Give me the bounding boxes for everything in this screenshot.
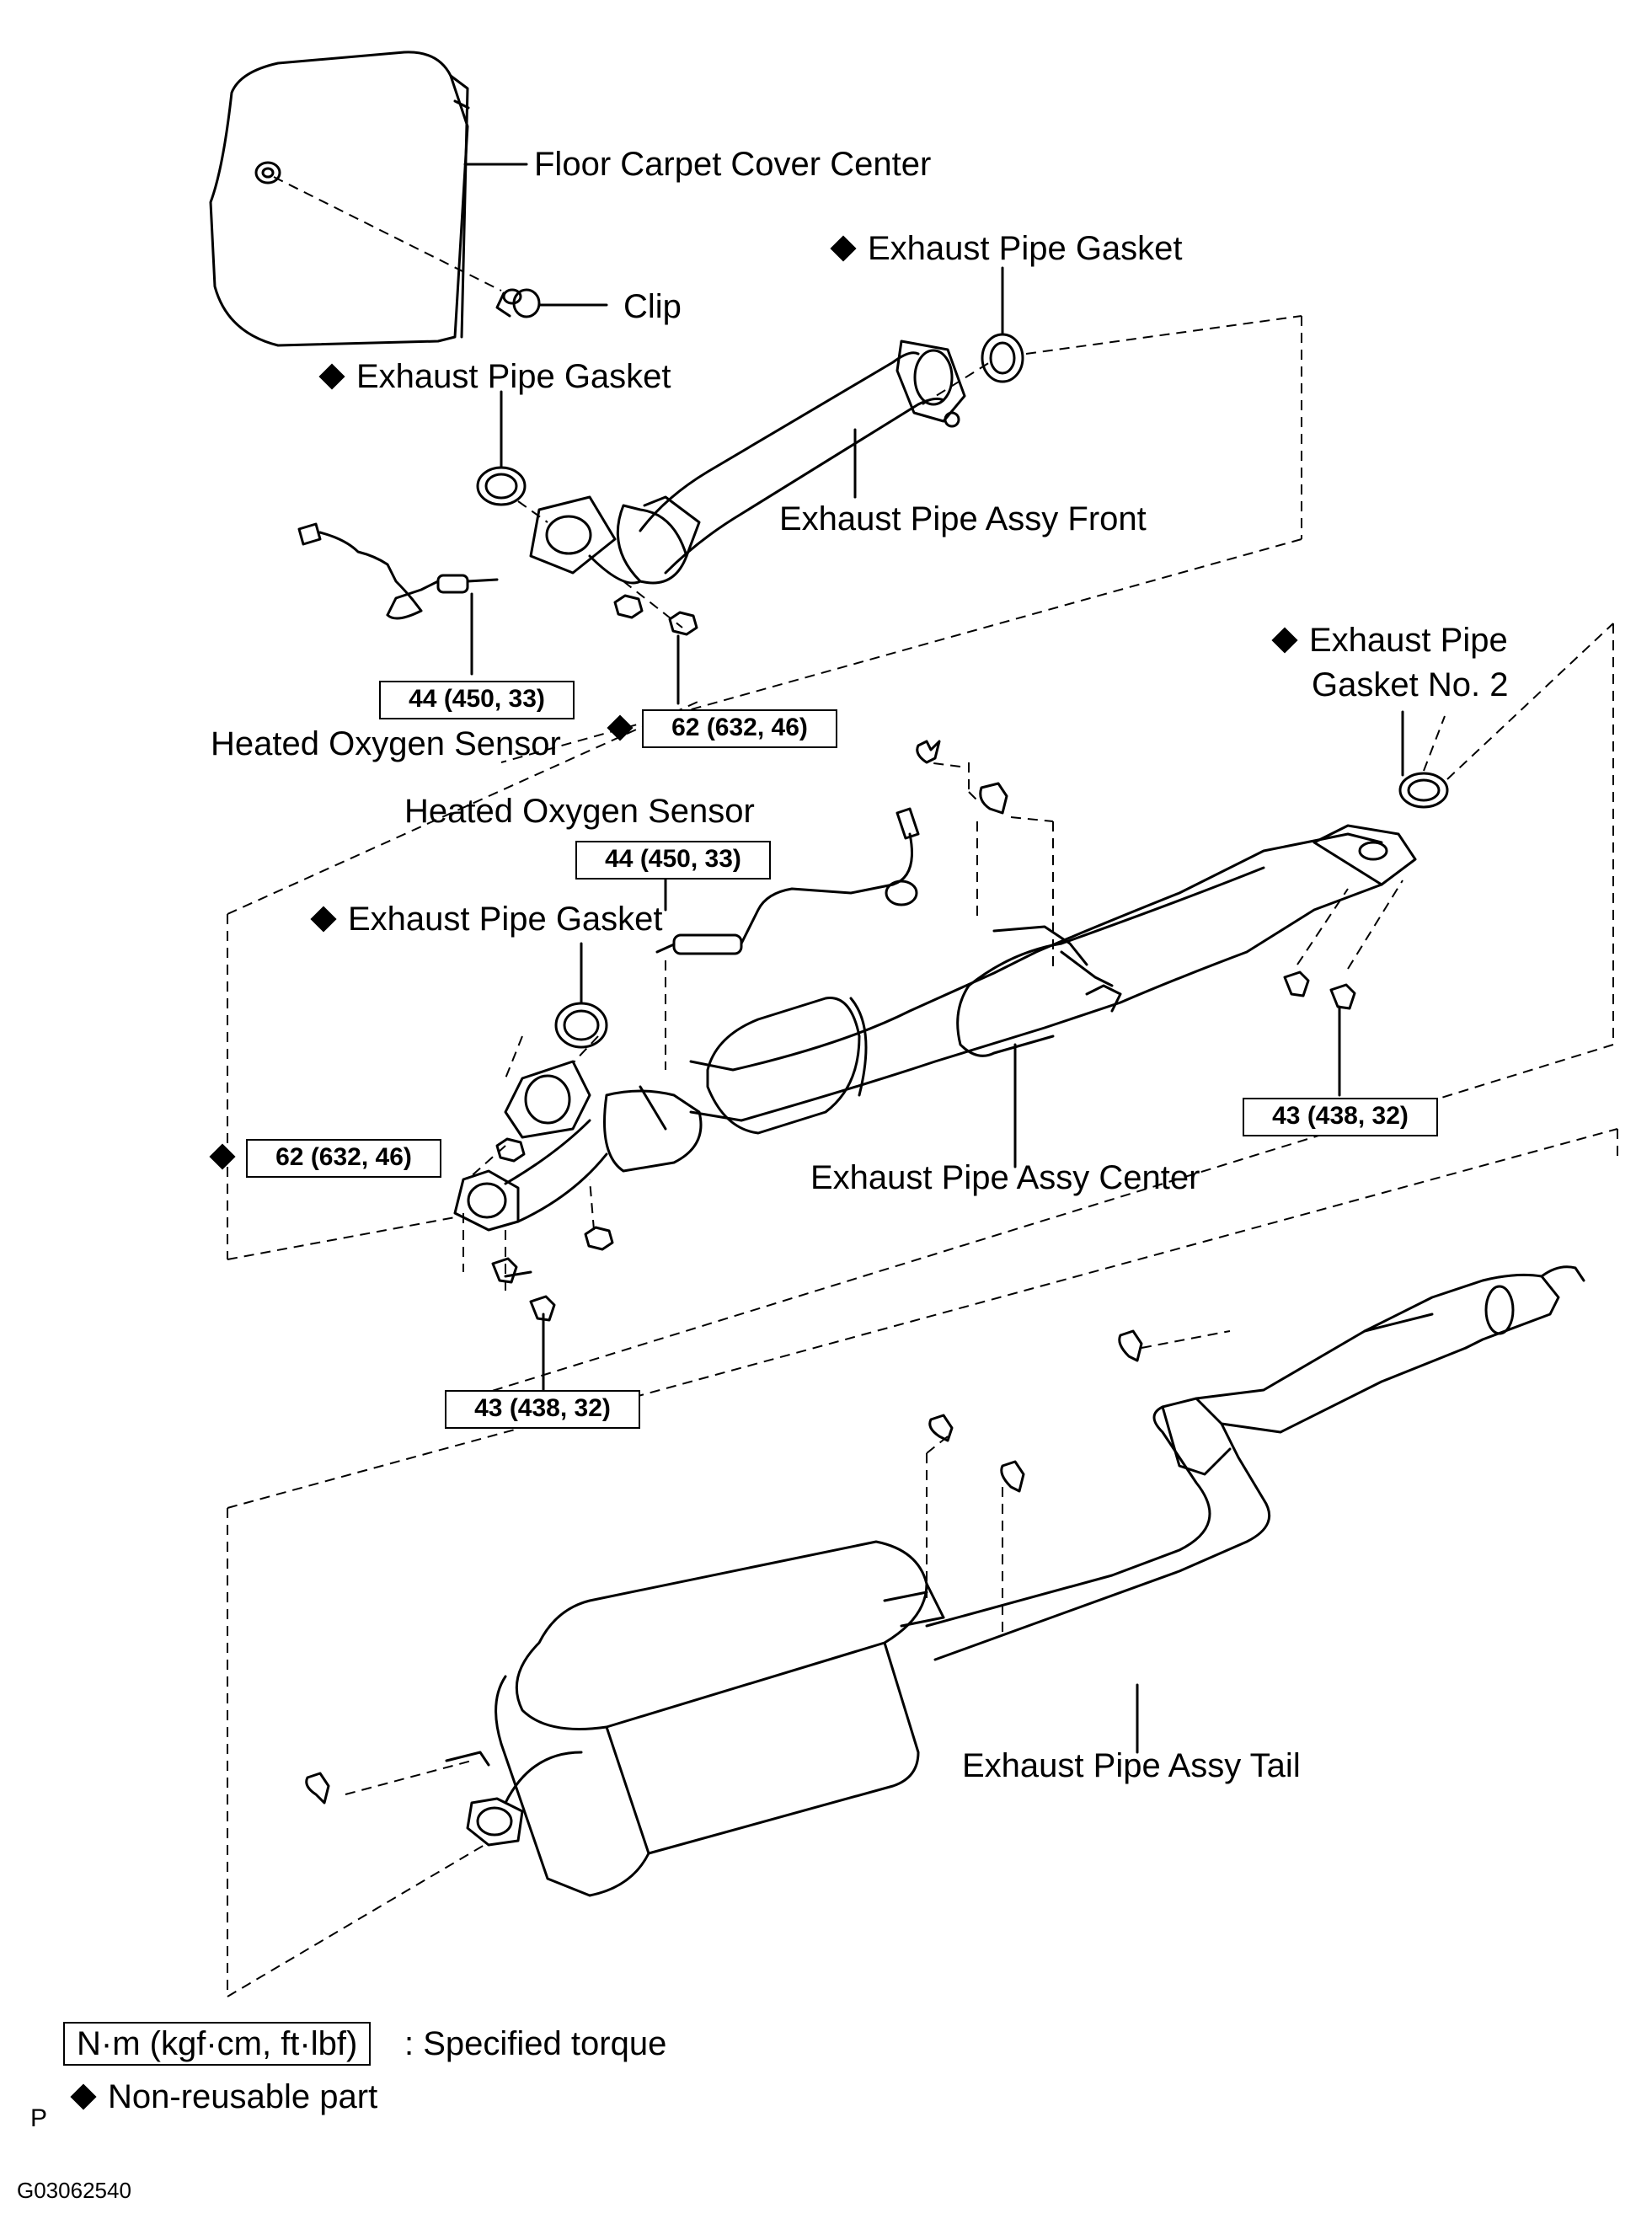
label-exhaust-pipe-gasket-no2: Exhaust Pipe [1271,621,1508,660]
label-heated-oxygen-sensor-2: Heated Oxygen Sensor [404,793,755,830]
label-heated-oxygen-sensor-1: Heated Oxygen Sensor [211,725,561,762]
exhaust-pipe-center-part [453,824,1417,1232]
legend-nonreusable: Non-reusable part [70,2077,377,2116]
label-exhaust-pipe-gasket-center: Exhaust Pipe Gasket [310,900,663,938]
label-exhaust-pipe-gasket-front: Exhaust Pipe Gasket [318,357,671,396]
legend-torque-unit: N·m (kgf·cm, ft·lbf) [63,2022,372,2066]
legend-torque-desc: : Specified torque [404,2025,667,2062]
exhaust-pipe-tail-part [445,1265,1585,1897]
clip-part [495,288,541,318]
torque-sensor-center: 44 (450, 33) [575,841,771,880]
floor-carpet-cover-part [209,51,470,347]
nonreusable-diamond-icon [830,235,857,262]
exhaust-pipe-front-part [529,340,966,585]
torque-bolt-right: 43 (438, 32) [1243,1098,1438,1136]
torque-nut-front: 62 (632, 46) [642,709,837,748]
torque-nut-center: 62 (632, 46) [246,1139,441,1178]
rubber-hanger-2 [305,1329,1143,1805]
gasket-front-top [981,333,1024,383]
torque-sensor-front: 44 (450, 33) [379,681,575,719]
nonreusable-diamond-icon [318,363,345,390]
nonreusable-diamond-icon [1271,627,1298,654]
torque-bolt-lower: 43 (438, 32) [445,1390,640,1429]
footer-code: G03062540 [17,2178,131,2203]
dashed-guides [227,176,1618,1997]
label-exhaust-pipe-assy-center: Exhaust Pipe Assy Center [810,1159,1200,1196]
label-exhaust-pipe-assy-front: Exhaust Pipe Assy Front [779,500,1147,537]
gasket-no2 [1398,772,1449,809]
rubber-hanger-1 [916,740,1008,815]
label-exhaust-pipe-assy-tail: Exhaust Pipe Assy Tail [962,1747,1301,1784]
label-floor-carpet-cover-center: Floor Carpet Cover Center [534,146,932,183]
oxygen-sensor-front-part [297,522,499,620]
nonreusable-diamond-icon [310,906,337,933]
nonreusable-diamond-icon [70,2083,97,2110]
footer-letter: P [30,2104,48,2132]
oxygen-sensor-center-part [655,807,920,955]
label-exhaust-pipe-gasket-no2-line2: Gasket No. 2 [1312,666,1509,703]
label-clip: Clip [623,288,682,325]
label-exhaust-pipe-gasket-top: Exhaust Pipe Gasket [830,229,1183,268]
